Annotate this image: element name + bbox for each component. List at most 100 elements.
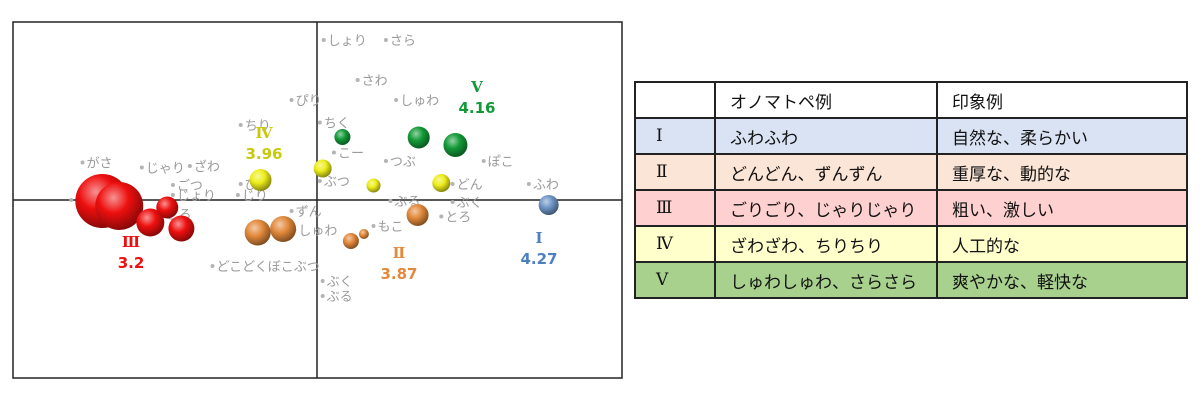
cluster-bubble [342, 233, 359, 249]
cluster-bubble [156, 196, 179, 219]
word-label: ぶく [327, 275, 353, 290]
word-point: ざわ [187, 159, 220, 175]
cluster-label: Ⅴ 4.16 [458, 78, 495, 117]
word-point: もこ [371, 220, 404, 235]
legend-onomatopoeia-examples: ふわふわ [714, 117, 938, 155]
word-dot [170, 183, 175, 187]
cluster-bubble [168, 215, 195, 242]
word-point: ずん [289, 205, 322, 220]
word-point: ぶつ [317, 175, 350, 190]
word-dot [235, 193, 240, 197]
cluster-bubble [136, 208, 165, 237]
word-dot [320, 294, 325, 298]
word-point: じゃり [139, 162, 185, 177]
word-point: つぶ [383, 155, 416, 170]
cluster-bubbles [75, 126, 559, 249]
cluster-score-label: 4.16 [458, 99, 495, 117]
word-label: ざわ [194, 159, 220, 175]
word-label: もこ [378, 220, 404, 235]
word-dot [317, 120, 322, 125]
cluster-bubble [538, 195, 559, 215]
word-label: ごつ [177, 178, 203, 194]
word-point: こー [331, 147, 364, 162]
word-dot [139, 165, 144, 170]
legend-cluster-id: Ⅴ [634, 261, 716, 299]
word-dot [388, 199, 393, 203]
word-label: じょり [177, 189, 216, 204]
word-label: さわ [362, 74, 388, 89]
word-point: さら [383, 34, 416, 49]
cluster-label: Ⅱ3.87 [380, 244, 417, 283]
legend-cluster-id: Ⅰ [634, 117, 716, 155]
cluster-bubble [432, 174, 451, 192]
cluster-bubble [358, 229, 369, 239]
word-dot [289, 98, 294, 102]
word-point: ふわ [526, 178, 559, 193]
cluster-label: Ⅰ4.27 [520, 229, 557, 268]
word-dot [238, 182, 243, 186]
cluster-id-label: Ⅴ [470, 78, 483, 96]
word-point: ぴり [289, 94, 322, 109]
legend-onomatopoeia-examples: ごりごり、じゃりじゃり [714, 189, 938, 227]
word-dot [210, 264, 215, 268]
legend-onomatopoeia-examples: しゅわしゅわ、さらさら [714, 261, 938, 299]
cluster-bubble [270, 216, 297, 242]
word-dot [317, 179, 322, 183]
legend-impression-examples: 自然な、柔らかい [936, 117, 1188, 155]
word-point: ちり [238, 119, 271, 134]
word-point: ちく [317, 117, 350, 132]
word-dot [355, 78, 360, 82]
word-point: ぶる [320, 290, 353, 305]
cluster-bubble [244, 219, 271, 246]
cluster-bubble [406, 204, 429, 226]
word-label: こー [338, 147, 364, 162]
word-label: しゅわ [298, 224, 337, 239]
word-label: ちり [245, 119, 271, 134]
word-dot [394, 98, 399, 102]
word-dot [321, 38, 326, 42]
word-dot [383, 38, 388, 42]
legend-impression-examples: 粗い、激しい [936, 189, 1188, 227]
legend-impression-examples: 爽やかな、軽快な [936, 261, 1188, 299]
word-label: ぶく [457, 196, 483, 211]
word-label: がさ [87, 157, 113, 172]
word-label: どん [457, 178, 483, 193]
word-dot [439, 214, 444, 219]
cluster-score-label: 3.87 [380, 265, 417, 283]
word-point: ぶく [450, 196, 483, 211]
cluster-score-label: 4.27 [520, 250, 557, 268]
word-dot [526, 182, 531, 186]
word-point: どこどくぼこぶつ [210, 260, 320, 275]
scatter-plot: しょりさらさわしゅわぴりちりちくこーつぶぽこがさじゃりざわごつぶつぴりふわどんご… [12, 21, 623, 379]
word-point: どん [450, 178, 483, 193]
cluster-score-label: 3.96 [245, 145, 282, 163]
word-dot [320, 279, 325, 283]
word-point: ぽこ [481, 155, 514, 170]
legend-cluster-id: Ⅳ [634, 225, 716, 263]
word-label: ぶる [327, 290, 353, 305]
cluster-bubble [313, 159, 332, 178]
legend-impression-examples: 人工的な [936, 225, 1188, 263]
cluster-id-label: Ⅳ [255, 124, 273, 142]
word-dot [383, 159, 388, 163]
cluster-bubble [95, 182, 144, 230]
legend-cluster-id: Ⅲ [634, 189, 716, 227]
cluster-bubble [334, 129, 351, 145]
legend-header-examples: オノマトペ例 [714, 81, 938, 119]
word-dot [187, 164, 192, 168]
word-point: がさ [80, 157, 113, 172]
word-point: さわ [355, 74, 388, 89]
word-dot [238, 123, 243, 127]
word-point: しゅわ [292, 224, 337, 239]
word-label: じゃり [146, 162, 185, 177]
legend-onomatopoeia-examples: どんどん、ずんずん [714, 153, 938, 191]
word-points: しょりさらさわしゅわぴりちりちくこーつぶぽこがさじゃりざわごつぶつぴりふわどんご… [69, 34, 559, 305]
word-point: しょり [321, 34, 367, 49]
word-point: じり [235, 189, 268, 204]
word-label: ずん [296, 205, 322, 220]
word-label: ふわ [533, 178, 559, 193]
